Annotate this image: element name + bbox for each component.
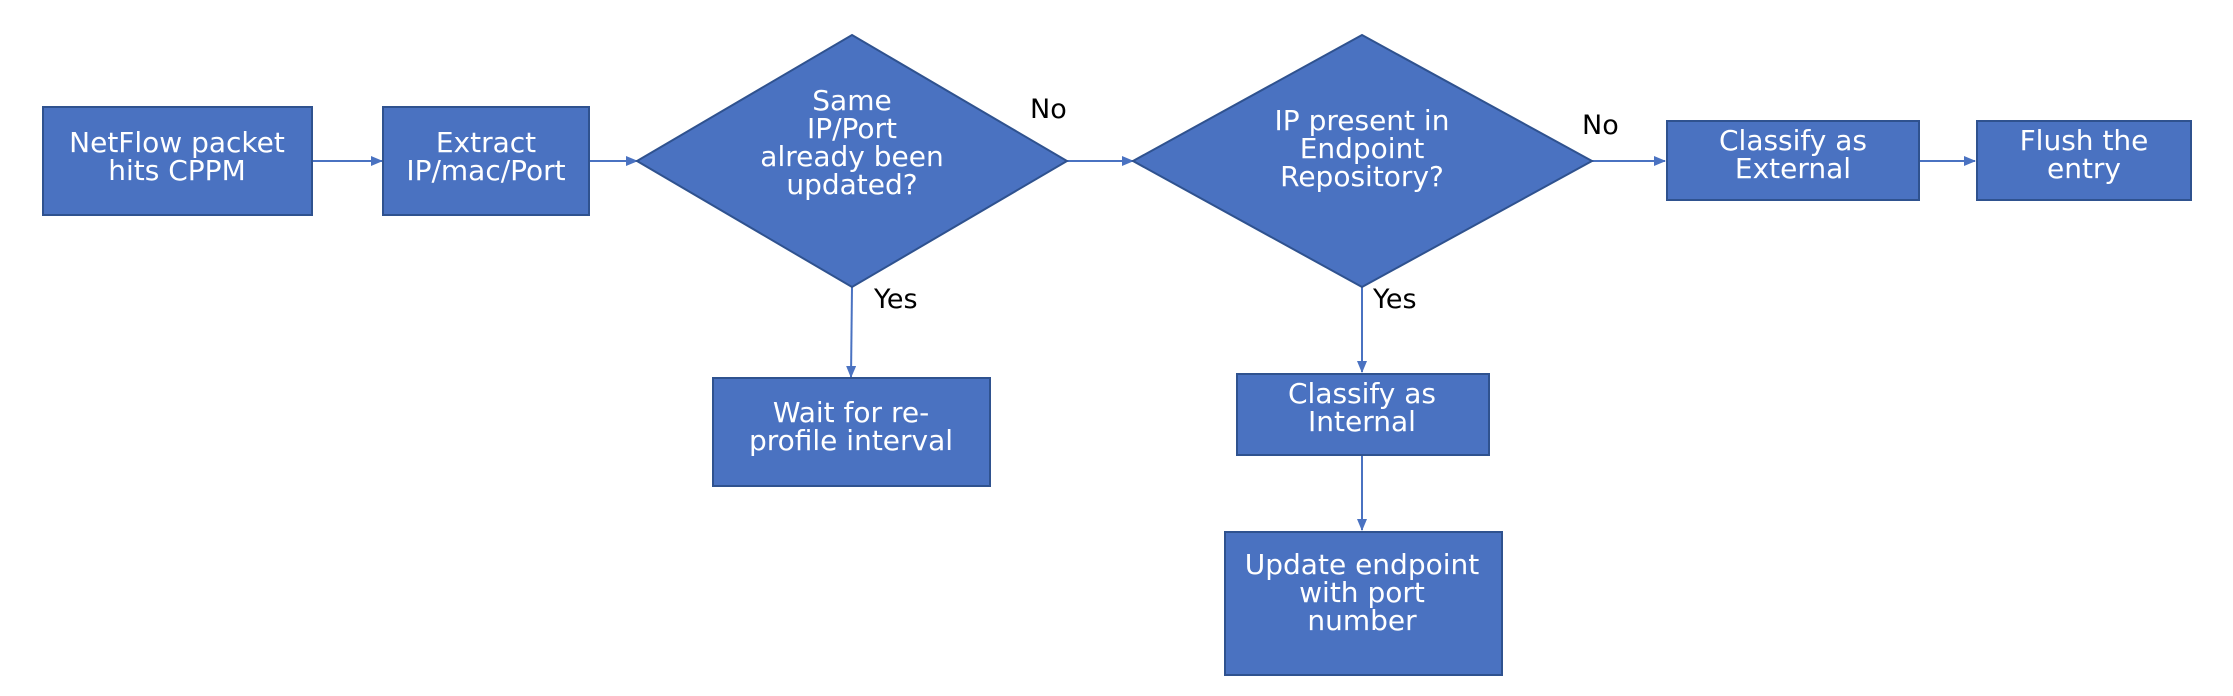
label-same-ip-no: No [1030, 94, 1067, 125]
label-same-ip-yes: Yes [873, 284, 918, 315]
label-repo-no: No [1582, 110, 1619, 141]
node-update-endpoint-text-line-3: number [1307, 604, 1417, 637]
label-repo-yes: Yes [1372, 284, 1417, 315]
node-classify-internal-text-line-1: Classify as [1288, 377, 1436, 410]
node-update-endpoint-text-line-2: with port [1299, 576, 1425, 609]
decision-same-ip-port-text-line-3: already been [760, 140, 943, 173]
node-extract-text-line-1: Extract [436, 126, 536, 159]
node-flush-entry-text-line-2: entry [2047, 152, 2121, 185]
edge-same-ip-yes-to-wait [846, 286, 857, 378]
decision-same-ip-port-text-line-2: IP/Port [807, 112, 897, 145]
decision-ip-in-repository-text-line-2: Endpoint [1300, 132, 1425, 165]
node-classify-external-text-line-2: External [1735, 152, 1851, 185]
node-netflow-packet-text-line-2: hits CPPM [108, 154, 245, 187]
node-classify-external-text-line-1: Classify as [1719, 124, 1867, 157]
node-update-endpoint-text-line-1: Update endpoint [1245, 548, 1479, 581]
node-flush-entry-text-line-1: Flush the [2020, 124, 2149, 157]
decision-ip-in-repository-text-line-1: IP present in [1275, 104, 1450, 137]
node-wait-reprofile-text-line-1: Wait for re- [773, 396, 929, 429]
node-classify-internal-text-line-2: Internal [1308, 405, 1416, 438]
node-netflow-packet-text-line-1: NetFlow packet [69, 126, 285, 159]
node-wait-reprofile-text-line-2: profile interval [749, 424, 953, 457]
node-extract-text-line-2: IP/mac/Port [406, 154, 565, 187]
edges [312, 156, 1976, 531]
decision-same-ip-port-text-line-4: updated? [786, 168, 917, 201]
decision-ip-in-repository-text-line-3: Repository? [1280, 160, 1444, 193]
node-wait-reprofile-text: Wait for re-profile interval [749, 396, 953, 457]
decision-same-ip-port-text-line-1: Same [812, 84, 891, 117]
node-wait-reprofile: Wait for re-profile interval [712, 377, 991, 487]
